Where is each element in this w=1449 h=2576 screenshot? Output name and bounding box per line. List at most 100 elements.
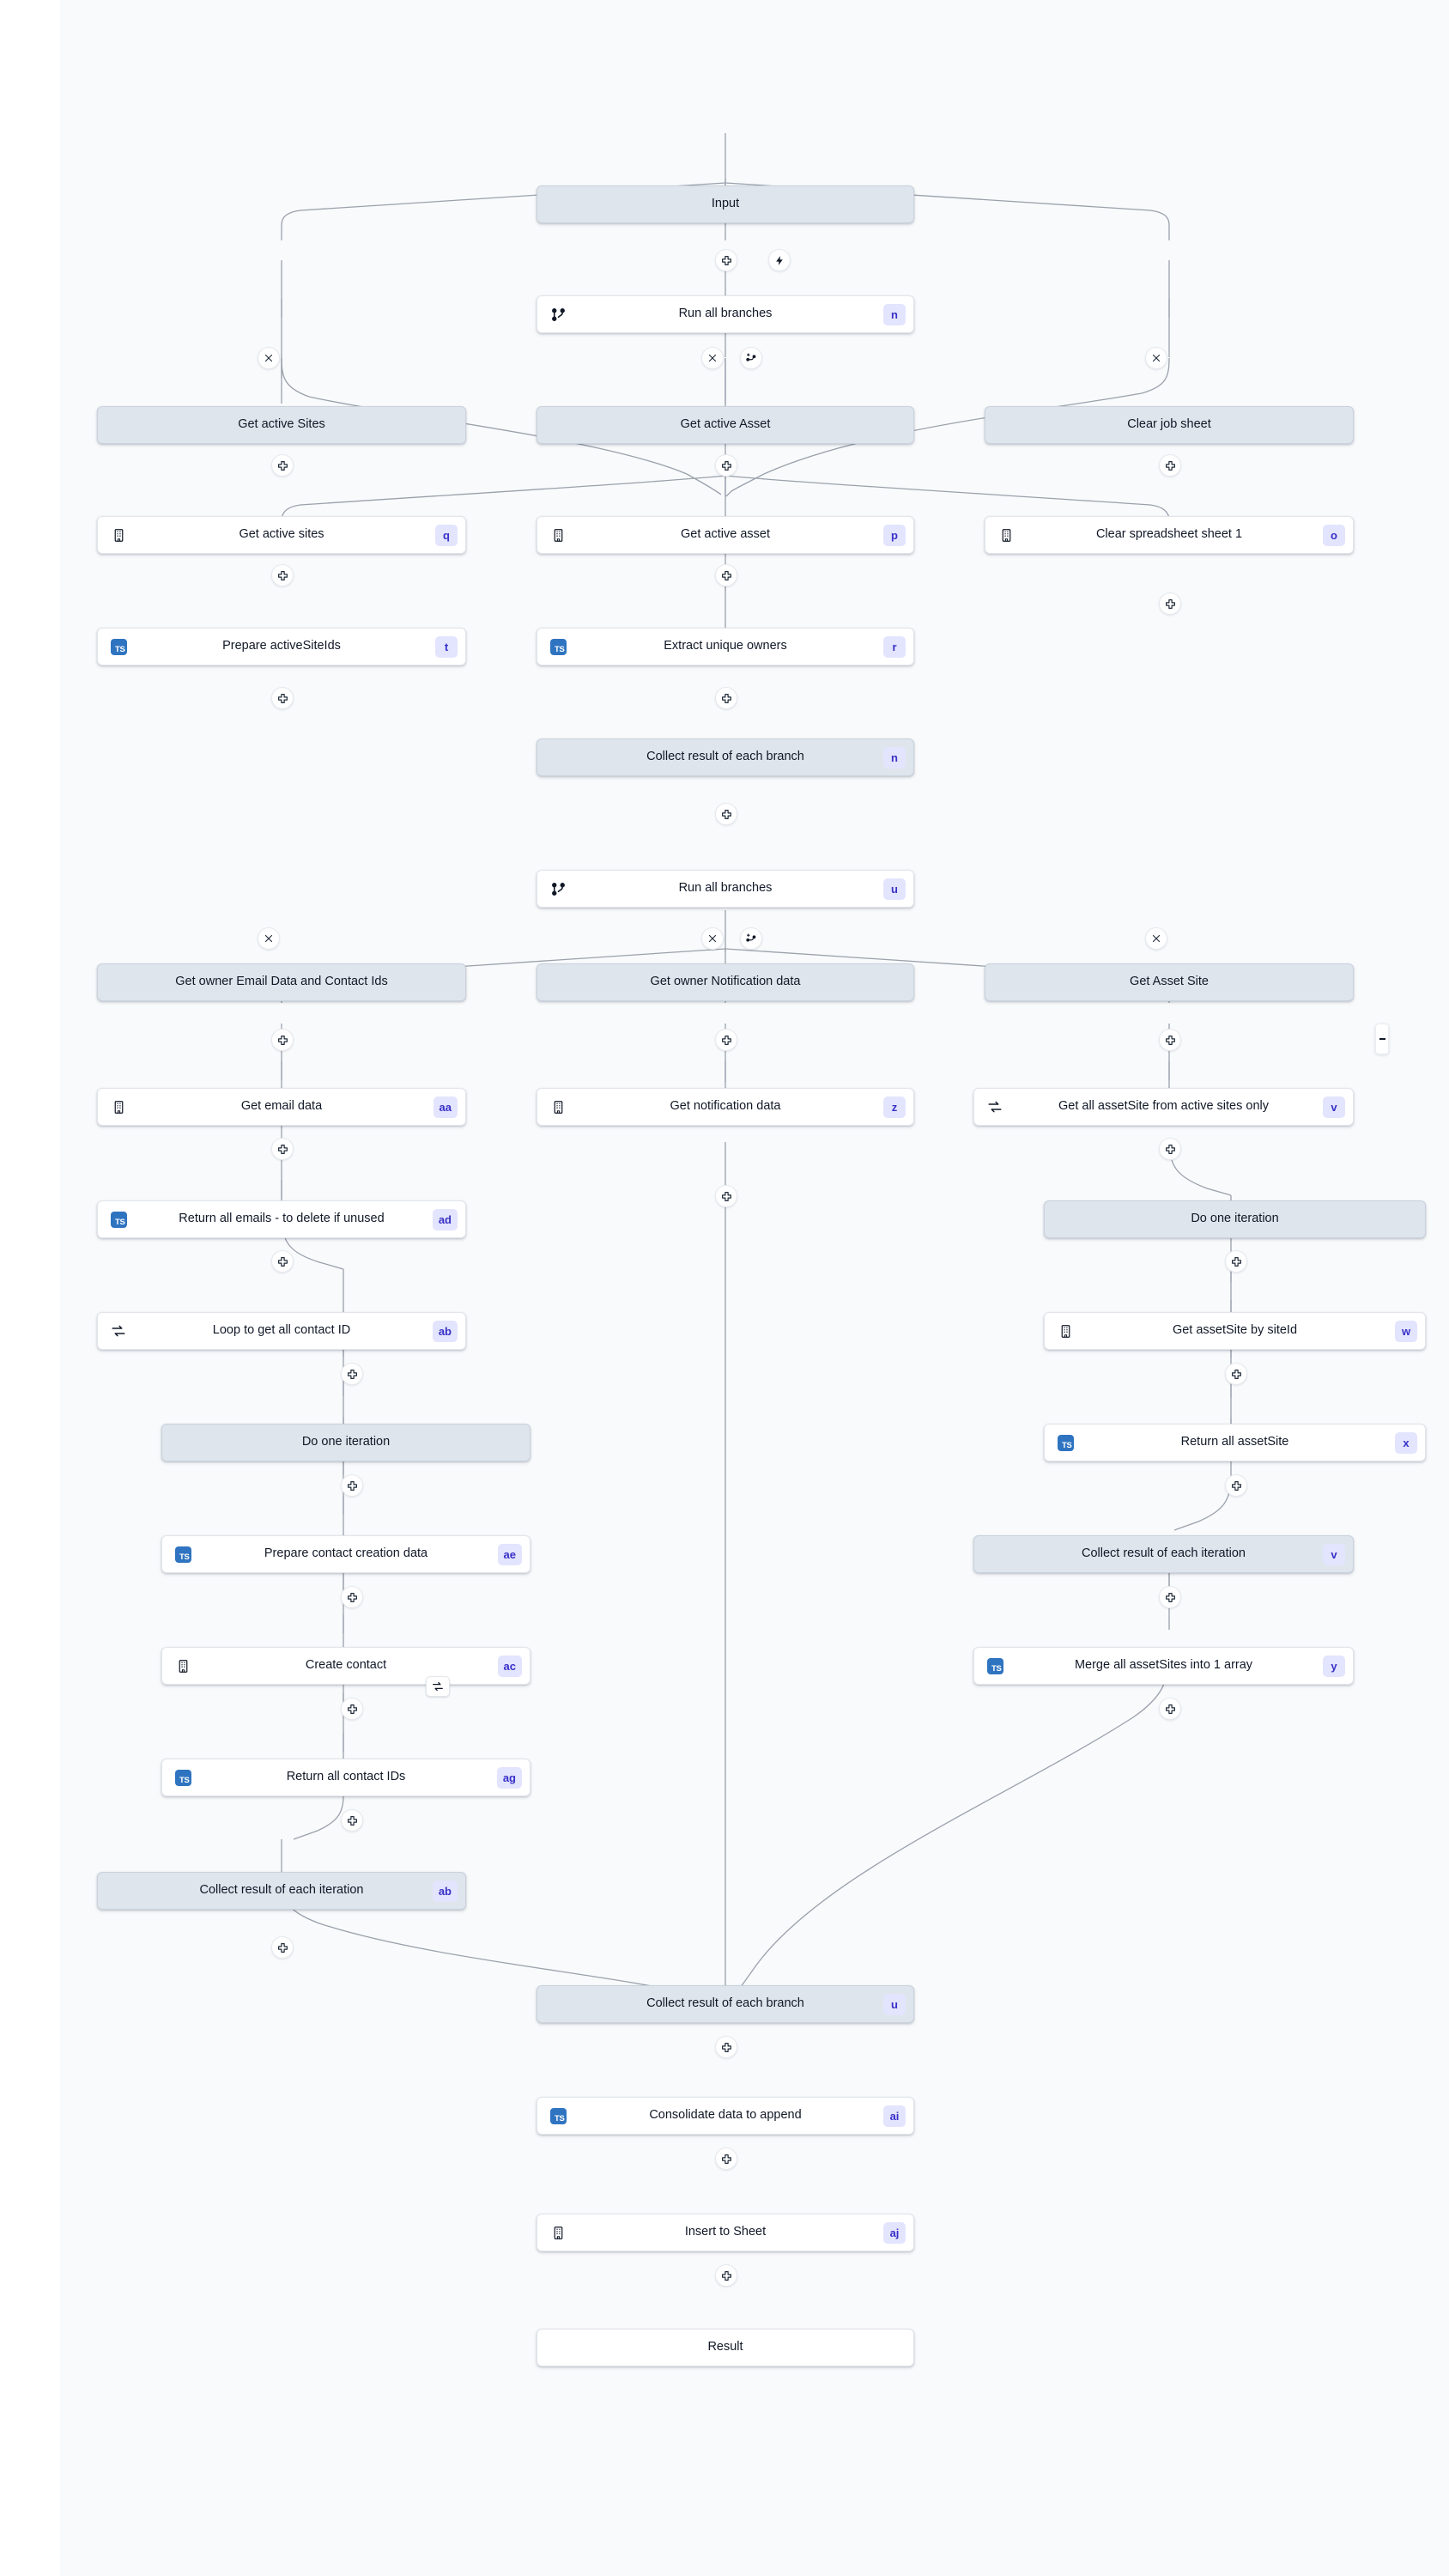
retry-loop-chip[interactable]: [426, 1676, 450, 1697]
building-icon: [997, 526, 1016, 544]
add-step-handle[interactable]: [271, 1138, 294, 1160]
add-step-handle[interactable]: [341, 1698, 363, 1720]
node-consolidate-data-to-append[interactable]: TS Consolidate data to append ai: [537, 2097, 914, 2135]
add-step-handle[interactable]: [715, 687, 737, 709]
add-step-handle[interactable]: [1225, 1474, 1247, 1497]
node-do-one-iteration-left[interactable]: Do one iteration: [161, 1424, 530, 1461]
add-step-handle[interactable]: [1159, 1698, 1181, 1720]
loop-icon: [433, 1681, 443, 1692]
add-branch-icon[interactable]: [740, 927, 762, 950]
node-get-active-sites[interactable]: Get active sites q: [97, 516, 466, 554]
node-run-all-branches-2[interactable]: Run all branches u: [537, 870, 914, 908]
add-step-handle[interactable]: [715, 2264, 737, 2287]
node-extract-unique-owners[interactable]: TS Extract unique owners r: [537, 628, 914, 665]
node-collect-result-each-branch-1[interactable]: Collect result of each branch n: [537, 738, 914, 776]
add-step-handle[interactable]: [1159, 1029, 1181, 1051]
node-label: Get owner Email Data and Contact Ids: [175, 975, 388, 989]
node-collect-result-each-iteration-right[interactable]: Collect result of each iteration v: [973, 1535, 1354, 1573]
node-label: Return all emails - to delete if unused: [179, 1212, 385, 1226]
close-icon[interactable]: [258, 927, 280, 950]
node-label: Consolidate data to append: [649, 2109, 802, 2123]
node-prepare-contact-creation-data[interactable]: TS Prepare contact creation data ae: [161, 1535, 530, 1573]
node-return-all-contact-ids[interactable]: TS Return all contact IDs ag: [161, 1759, 530, 1796]
node-label: Get notification data: [670, 1100, 781, 1114]
node-label: Prepare contact creation data: [264, 1547, 428, 1561]
node-badge: x: [1395, 1431, 1417, 1454]
add-step-handle[interactable]: [271, 564, 294, 586]
node-get-owner-notification-branch[interactable]: Get owner Notification data: [537, 963, 914, 1001]
node-get-email-data[interactable]: Get email data aa: [97, 1088, 466, 1126]
add-step-handle[interactable]: [1159, 454, 1181, 477]
building-icon: [549, 526, 567, 544]
node-label: Run all branches: [678, 882, 773, 896]
add-step-handle[interactable]: [1225, 1363, 1247, 1385]
node-badge: ab: [432, 1320, 458, 1342]
node-label: Return all assetSite: [1180, 1436, 1289, 1449]
node-badge: ag: [496, 1766, 522, 1789]
flow-viewport[interactable]: [60, 0, 1449, 2576]
node-get-all-assetsite-active-sites[interactable]: Get all assetSite from active sites only…: [973, 1088, 1354, 1126]
node-clear-spreadsheet-sheet-1[interactable]: Clear spreadsheet sheet 1 o: [985, 516, 1354, 554]
node-return-all-emails[interactable]: TS Return all emails - to delete if unus…: [97, 1200, 466, 1238]
close-icon[interactable]: [701, 927, 724, 950]
node-label: Get Asset Site: [1130, 975, 1209, 989]
add-step-handle[interactable]: [1159, 1138, 1181, 1160]
add-step-handle[interactable]: [715, 803, 737, 825]
add-step-handle[interactable]: [341, 1474, 363, 1497]
add-step-handle[interactable]: [715, 249, 737, 271]
typescript-icon: TS: [1056, 1433, 1075, 1452]
node-merge-all-assetsites[interactable]: TS Merge all assetSites into 1 array y: [973, 1647, 1354, 1685]
typescript-icon: TS: [173, 1545, 192, 1564]
node-run-all-branches-1[interactable]: Run all branches n: [537, 295, 914, 333]
add-step-handle[interactable]: [1159, 592, 1181, 615]
close-icon[interactable]: [258, 347, 280, 369]
node-clear-job-sheet-branch[interactable]: Clear job sheet: [985, 406, 1354, 444]
add-step-handle[interactable]: [271, 1936, 294, 1959]
node-insert-to-sheet[interactable]: Insert to Sheet aj: [537, 2214, 914, 2251]
node-loop-get-all-contact-id[interactable]: Loop to get all contact ID ab: [97, 1312, 466, 1350]
add-step-handle[interactable]: [271, 1250, 294, 1273]
node-label: Get all assetSite from active sites only: [1058, 1100, 1269, 1114]
add-step-handle[interactable]: [715, 564, 737, 586]
bolt-icon[interactable]: [768, 249, 791, 271]
add-step-handle[interactable]: [341, 1586, 363, 1608]
node-collect-result-each-branch-2[interactable]: Collect result of each branch u: [537, 1985, 914, 2023]
typescript-icon: TS: [173, 1768, 192, 1787]
node-collect-result-each-iteration-left[interactable]: Collect result of each iteration ab: [97, 1872, 466, 1910]
node-get-active-asset-branch[interactable]: Get active Asset: [537, 406, 914, 444]
node-create-contact[interactable]: Create contact ac: [161, 1647, 530, 1685]
add-step-handle[interactable]: [715, 1029, 737, 1051]
close-icon[interactable]: [1145, 927, 1167, 950]
add-step-handle[interactable]: [1225, 1250, 1247, 1273]
add-step-handle[interactable]: [271, 1029, 294, 1051]
node-label: Get active asset: [681, 528, 770, 542]
close-icon[interactable]: [1145, 347, 1167, 369]
add-branch-icon[interactable]: [740, 347, 762, 369]
node-prepare-active-site-ids[interactable]: TS Prepare activeSiteIds t: [97, 628, 466, 665]
close-icon[interactable]: [701, 347, 724, 369]
node-do-one-iteration-right[interactable]: Do one iteration: [1044, 1200, 1426, 1238]
node-get-assetsite-by-siteid[interactable]: Get assetSite by siteId w: [1044, 1312, 1426, 1350]
node-get-active-asset[interactable]: Get active asset p: [537, 516, 914, 554]
add-step-handle[interactable]: [271, 454, 294, 477]
building-icon: [109, 1097, 128, 1116]
node-get-notification-data[interactable]: Get notification data z: [537, 1088, 914, 1126]
node-return-all-assetsite[interactable]: TS Return all assetSite x: [1044, 1424, 1426, 1461]
node-get-owner-email-branch[interactable]: Get owner Email Data and Contact Ids: [97, 963, 466, 1001]
add-step-handle[interactable]: [341, 1363, 363, 1385]
add-step-handle[interactable]: [271, 687, 294, 709]
node-get-active-sites-branch[interactable]: Get active Sites: [97, 406, 466, 444]
node-badge: ai: [883, 2105, 906, 2127]
add-step-handle[interactable]: [1159, 1586, 1181, 1608]
node-get-asset-site-branch[interactable]: Get Asset Site: [985, 963, 1354, 1001]
add-step-handle[interactable]: [715, 1185, 737, 1207]
add-step-handle[interactable]: [341, 1809, 363, 1832]
add-step-handle[interactable]: [715, 2148, 737, 2170]
panel-collapse-handle[interactable]: [1375, 1024, 1389, 1054]
node-input[interactable]: Input: [537, 185, 914, 223]
typescript-icon: TS: [109, 637, 128, 656]
node-result[interactable]: Result: [537, 2329, 914, 2366]
add-step-handle[interactable]: [715, 2036, 737, 2058]
node-label: Do one iteration: [1191, 1212, 1279, 1226]
add-step-handle[interactable]: [715, 454, 737, 477]
